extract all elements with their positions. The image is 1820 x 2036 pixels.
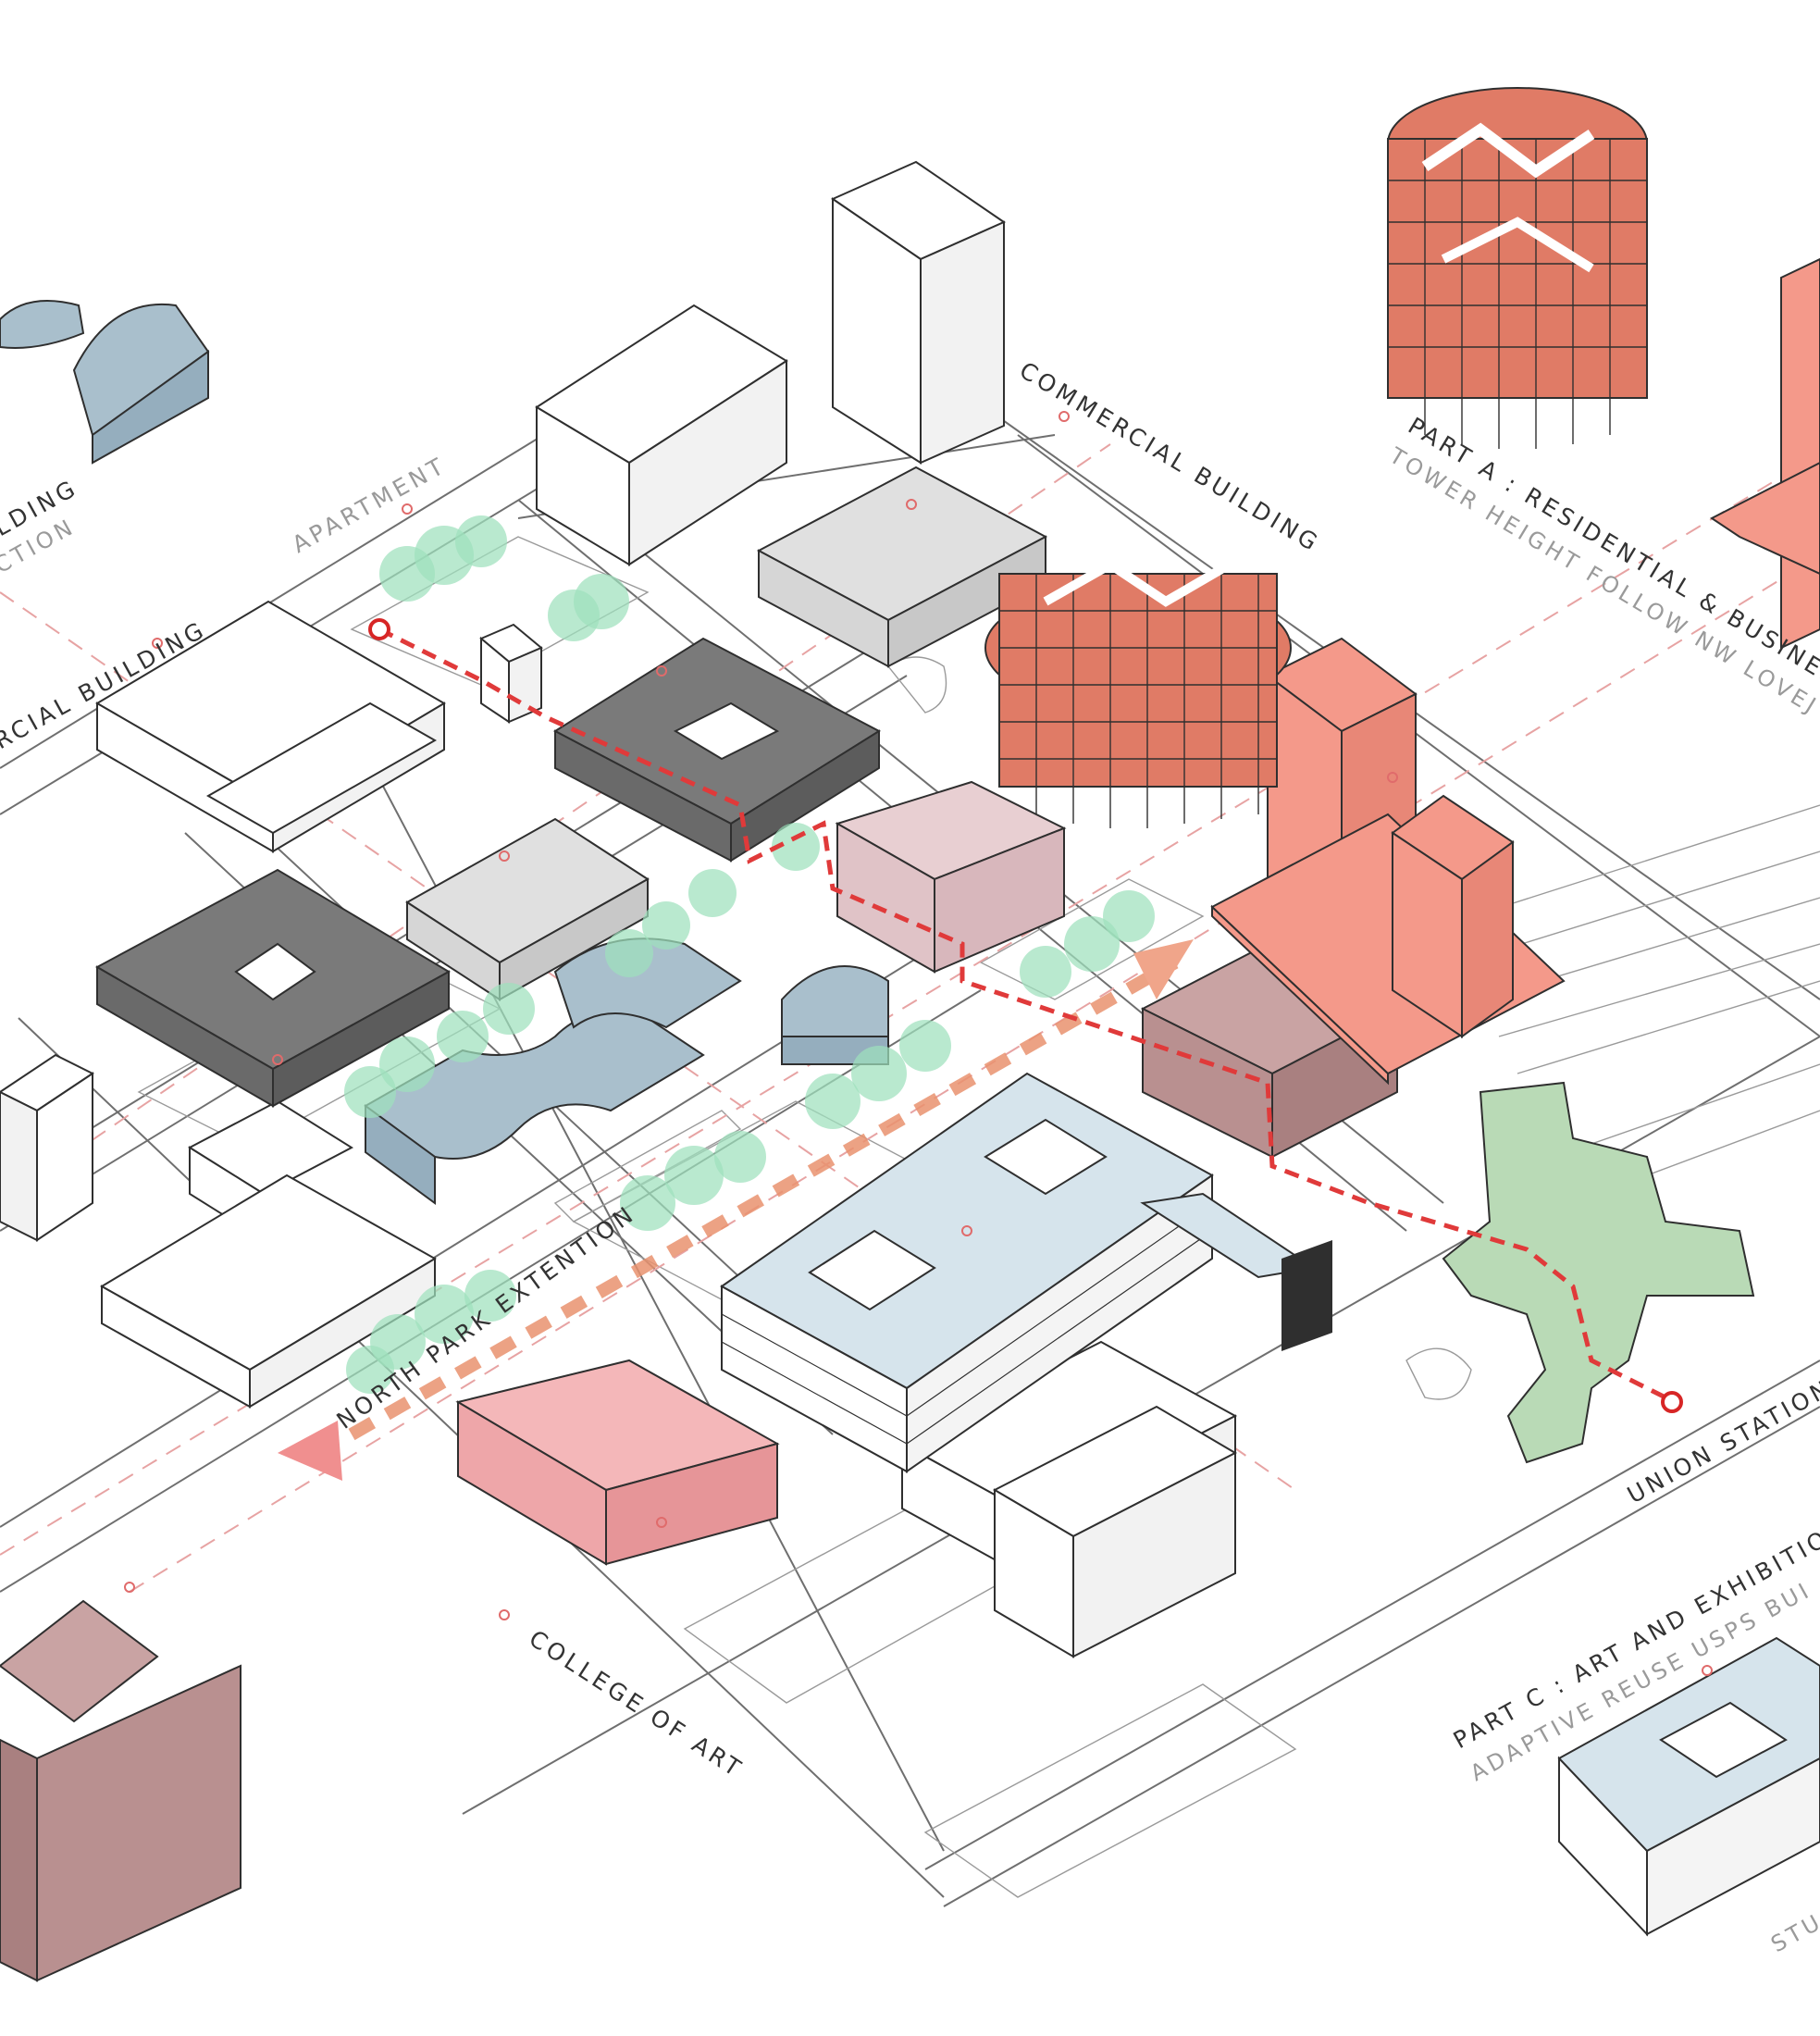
pedestrian-route [368, 618, 1683, 1413]
park-arrow-northeast [1133, 939, 1194, 999]
label-part-a-title: PART A : RESIDENTIAL & BUSINES [1404, 412, 1820, 691]
commercial-buildings-gray [405, 466, 1048, 1001]
label-union-station: UNION STATION [1623, 1374, 1820, 1509]
park-trees [344, 515, 1155, 1394]
residential-blocks-mauve [0, 780, 1400, 1982]
residential-business-towers [1210, 257, 1820, 1086]
courtyard-buildings-dark [94, 637, 882, 1108]
north-park-extension-path [278, 939, 1194, 1481]
park-arrow-southwest [278, 1421, 342, 1481]
label-part-c-subtitle-2: STU [1766, 1908, 1820, 1957]
route-start-point [368, 618, 390, 640]
usps-art-building [720, 1072, 1820, 1937]
route-end-point [1661, 1391, 1683, 1413]
frame-tower-inset [1387, 87, 1648, 449]
label-commercial-building-top: COMMERCIAL BUILDING [1015, 356, 1325, 557]
union-station-building [1442, 1081, 1755, 1464]
college-of-art-building [455, 1359, 780, 1566]
curved-buildings-blue [0, 300, 889, 1205]
axis-markers [124, 411, 1713, 1676]
frame-tower-center [984, 559, 1292, 828]
